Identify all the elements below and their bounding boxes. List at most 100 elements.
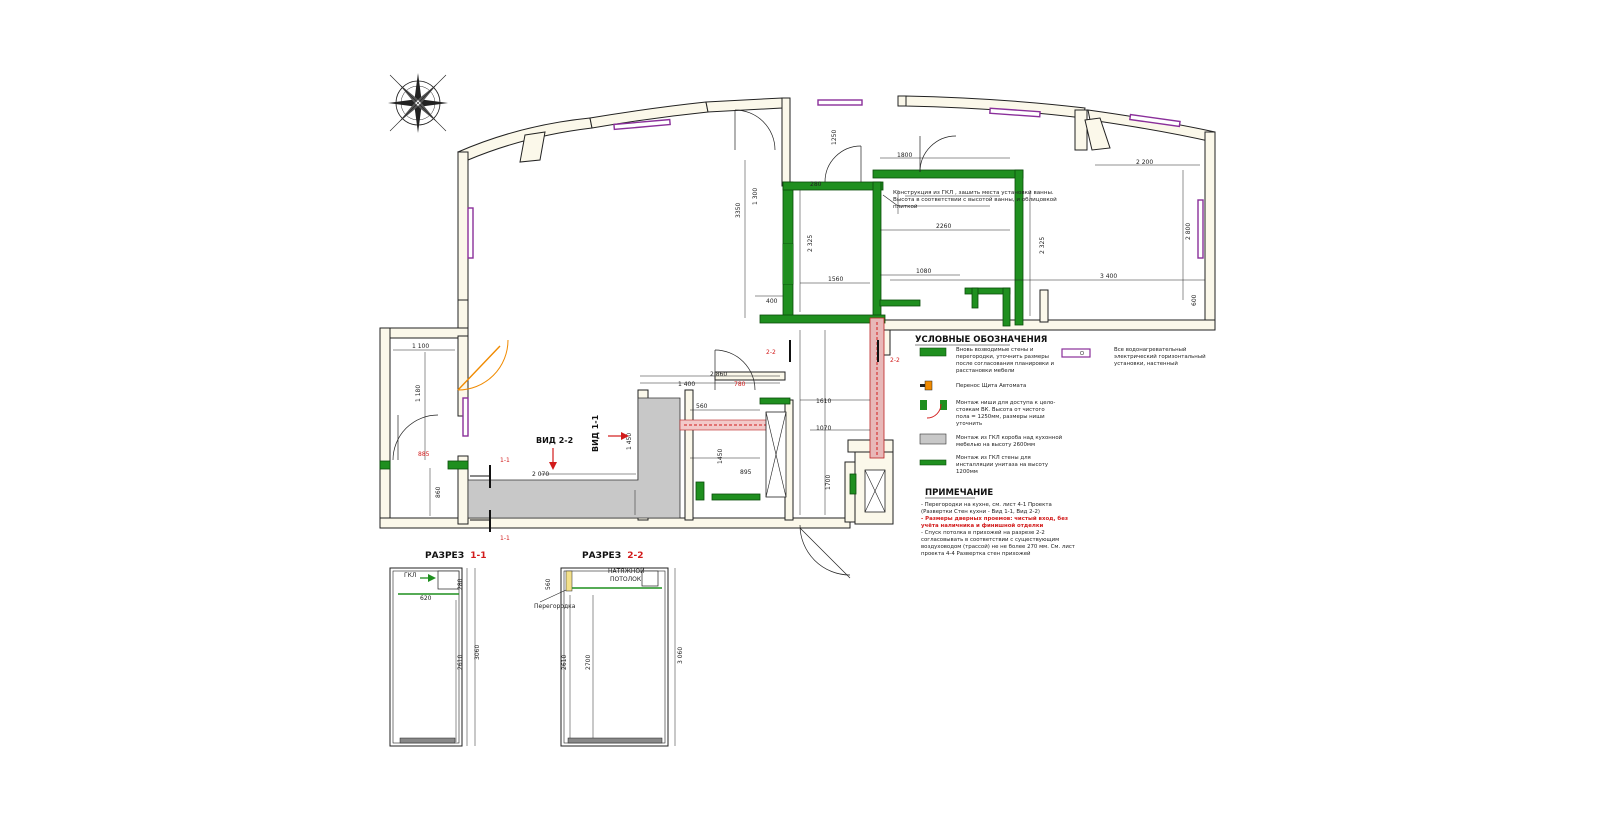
radiator-icon — [817, 99, 863, 106]
svg-text:1070: 1070 — [816, 425, 831, 432]
svg-text:2 070: 2 070 — [532, 471, 549, 478]
svg-text:уточнить: уточнить — [956, 421, 982, 427]
svg-text:895: 895 — [740, 469, 752, 476]
door-opening-icon — [920, 400, 947, 419]
radiator-icon — [1197, 199, 1204, 259]
svg-text:согласовывать в соответствии с: согласовывать в соответствии с существую… — [921, 537, 1059, 543]
view-1-1-label: ВИД 1-1 — [591, 414, 600, 452]
arrow-right-icon — [621, 432, 629, 440]
svg-text:учёта наличника и финишной отд: учёта наличника и финишной отделки — [921, 522, 1044, 529]
kitchen-drywall-box — [467, 397, 681, 519]
view-2-2-label: ВИД 2-2 — [536, 436, 573, 445]
svg-text:1610: 1610 — [816, 398, 831, 405]
svg-text:Монтаж ниши для доступа к цело: Монтаж ниши для доступа к цело- — [956, 400, 1055, 406]
svg-text:620: 620 — [420, 595, 432, 602]
svg-text:1560: 1560 — [828, 276, 843, 283]
section-markers: 1-1 1-1 2-2 2-2 ВИД 2-2 ВИД 1-1 — [470, 340, 900, 542]
stretch-ceiling-label-1: НАТЯЖНОЙ — [608, 568, 645, 575]
svg-text:воздуховодом (трассой) не не б: воздуховодом (трассой) не не более 270 м… — [921, 543, 1075, 550]
svg-text:3 400: 3 400 — [1100, 273, 1117, 280]
svg-text:3350: 3350 — [735, 203, 742, 218]
svg-text:3060: 3060 — [474, 645, 481, 660]
gkl-label: ГКЛ — [404, 572, 416, 579]
svg-text:после согласования планировки: после согласования планировки и — [956, 361, 1055, 367]
svg-text:2700: 2700 — [585, 655, 592, 670]
bath-annotation: Конструкция из ГКЛ , зашить места устано… — [882, 190, 1057, 210]
svg-text:600: 600 — [1191, 294, 1198, 306]
svg-text:1 300: 1 300 — [752, 188, 759, 205]
svg-text:1800: 1800 — [897, 152, 912, 159]
new-wall-swatch-icon — [919, 347, 947, 357]
svg-text:560: 560 — [696, 403, 708, 410]
svg-text:расстановки мебели: расстановки мебели — [956, 368, 1015, 374]
svg-text:(Развертки Стен кухни - Вид 1-: (Развертки Стен кухни - Вид 1-1, Вид 2-2… — [921, 509, 1040, 515]
svg-text:780: 780 — [734, 381, 746, 388]
svg-text:2610: 2610 — [561, 655, 568, 670]
electric-panel-icon — [920, 380, 933, 391]
svg-text:885: 885 — [418, 451, 430, 458]
section-1-1: РАЗРЕЗ 1-1 ГКЛ 620 280 2610 3060 — [389, 551, 487, 747]
section-2-2: РАЗРЕЗ 2-2 НАТЯЖНОЙ ПОТОЛОК Перегородка … — [534, 551, 684, 747]
svg-text:1 400: 1 400 — [678, 381, 695, 388]
svg-text:1200мм: 1200мм — [956, 469, 978, 475]
compass-rose-icon — [388, 73, 448, 133]
svg-text:1 100: 1 100 — [412, 343, 429, 350]
section-1-1-title: РАЗРЕЗ 1-1 — [425, 551, 487, 561]
svg-text:2 860: 2 860 — [710, 371, 727, 378]
partition-label: Перегородка — [534, 603, 576, 610]
radiator-icon — [462, 397, 469, 437]
svg-text:пола = 1250мм, размеры ниши: пола = 1250мм, размеры ниши — [956, 414, 1045, 420]
svg-text:Все водонагревательный: Все водонагревательный — [1114, 346, 1187, 353]
svg-text:Перенос Щита Автомата: Перенос Щита Автомата — [956, 383, 1026, 389]
svg-text:560: 560 — [545, 578, 552, 590]
svg-text:1250: 1250 — [831, 130, 838, 145]
svg-text:электрический горизонтальный: электрический горизонтальный — [1114, 353, 1206, 360]
legend: УСЛОВНЫЕ ОБОЗНАЧЕНИЯ Вновь возводимые ст… — [915, 335, 1206, 475]
svg-text:Вновь возводимые стены и: Вновь возводимые стены и — [956, 347, 1034, 353]
stretch-ceiling-label-2: ПОТОЛОК — [610, 576, 642, 583]
notes: ПРИМЕЧАНИЕ - Перегородки на кухне, см. л… — [921, 488, 1075, 557]
radiator-icon — [613, 118, 671, 131]
low-wall-swatch-icon — [919, 459, 947, 466]
svg-text:2610: 2610 — [457, 655, 464, 670]
cut-label-1-1: 1-1 — [500, 457, 510, 464]
radiators — [462, 99, 1204, 437]
svg-text:1700: 1700 — [825, 475, 832, 490]
svg-text:2260: 2260 — [936, 223, 951, 230]
svg-text:Монтаж из ГКЛ короба над кухон: Монтаж из ГКЛ короба над кухонной — [956, 434, 1063, 441]
svg-text:3 060: 3 060 — [677, 647, 684, 664]
arrow-right-icon — [428, 574, 436, 582]
cut-label-2-2-b: 2-2 — [890, 357, 900, 364]
radiator-icon — [467, 207, 474, 259]
svg-text:280: 280 — [457, 578, 464, 590]
svg-text:проекта 4-4 Развертка стен при: проекта 4-4 Развертка стен прихожей — [921, 550, 1031, 557]
svg-text:стоякам ВК. Высота от чистого: стоякам ВК. Высота от чистого — [956, 407, 1045, 413]
cut-label-1-1-bottom: 1-1 — [500, 535, 510, 542]
legend-title: УСЛОВНЫЕ ОБОЗНАЧЕНИЯ — [915, 335, 1047, 345]
svg-text:- Спуск потолка в прихожей на: - Спуск потолка в прихожей на разрезе 2-… — [921, 529, 1045, 536]
svg-text:1 450: 1 450 — [626, 433, 633, 450]
svg-text:280: 280 — [810, 181, 822, 188]
drywall-box-swatch-icon — [919, 433, 947, 445]
svg-text:1450: 1450 — [717, 449, 724, 464]
annotation-text: Конструкция из ГКЛ , зашить места устано… — [893, 190, 1057, 210]
svg-text:2 325: 2 325 — [1039, 237, 1046, 254]
svg-text:- Перегородки на кухне, см. ли: - Перегородки на кухне, см. лист 4-1 Про… — [921, 502, 1052, 508]
svg-text:мебелью на высоту 2600мм: мебелью на высоту 2600мм — [956, 442, 1035, 448]
svg-text:860: 860 — [435, 486, 442, 498]
dimension-labels: 1 100 1 180 885 860 1 400 2 860 780 2 20… — [412, 130, 1198, 498]
svg-text:- Размеры дверных проемов: чис: - Размеры дверных проемов: чистый вход, … — [921, 515, 1068, 522]
svg-text:400: 400 — [766, 298, 778, 305]
svg-text:установки, настенный: установки, настенный — [1114, 360, 1178, 367]
svg-text:Монтаж из ГКЛ стены для: Монтаж из ГКЛ стены для — [956, 455, 1031, 461]
svg-text:1080: 1080 — [916, 268, 931, 275]
radiator-icon — [989, 107, 1041, 118]
svg-text:перегородки, уточнить размеры: перегородки, уточнить размеры — [956, 354, 1049, 360]
radiator-icon — [1129, 113, 1181, 128]
svg-text:инсталляции унитаза на высоту: инсталляции унитаза на высоту — [956, 462, 1049, 468]
dimension-lines — [393, 157, 1205, 516]
radiator-icon — [1061, 348, 1091, 358]
svg-text:2 200: 2 200 — [1136, 159, 1153, 166]
notes-title: ПРИМЕЧАНИЕ — [925, 488, 993, 498]
